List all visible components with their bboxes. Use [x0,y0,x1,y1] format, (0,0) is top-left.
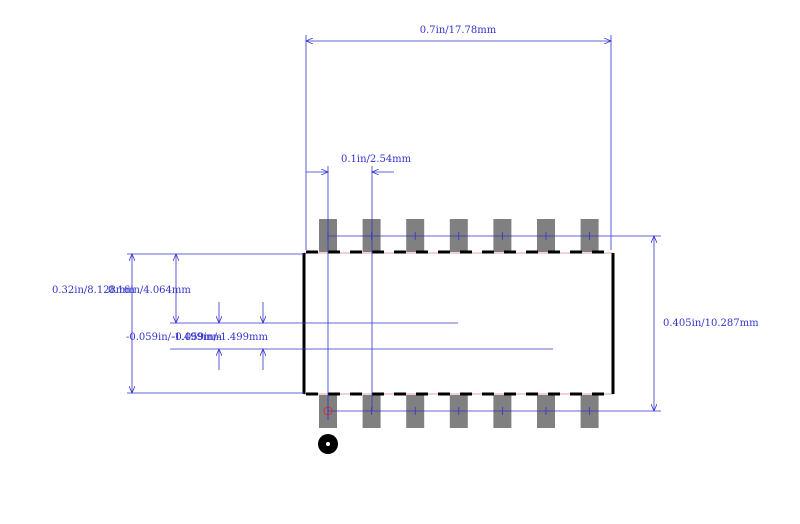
package-body [302,250,615,396]
pin-pitch-label: 0.1in/2.54mm [341,154,412,165]
pad-to-center-label: 0.16in/4.064mm [108,285,191,296]
overall-height-label: 0.405in/10.287mm [663,318,759,329]
pin1-dot-center [326,442,330,446]
body-height-label: 0.32in/8.128mm [52,285,135,296]
dimension-offsets: -0.059in/-1.499mm -0.059in/-1.499mm [126,302,553,370]
dimension-overall-width: 0.7in/17.78mm [306,25,611,250]
dimension-body-height: 0.32in/8.128mm [52,254,304,393]
overall-width-label: 0.7in/17.78mm [420,25,497,36]
offset-b-label: -0.059in/-1.499mm [172,332,269,343]
dimension-overall-height: 0.405in/10.287mm [654,236,759,411]
pin1-marker-ring [323,406,333,416]
dimension-pad-to-center: 0.16in/4.064mm [108,254,458,323]
dimension-pin-pitch: 0.1in/2.54mm [306,154,412,420]
pin-center-ticks [327,232,590,415]
offset-a-label: -0.059in/-1.499mm [126,332,223,343]
